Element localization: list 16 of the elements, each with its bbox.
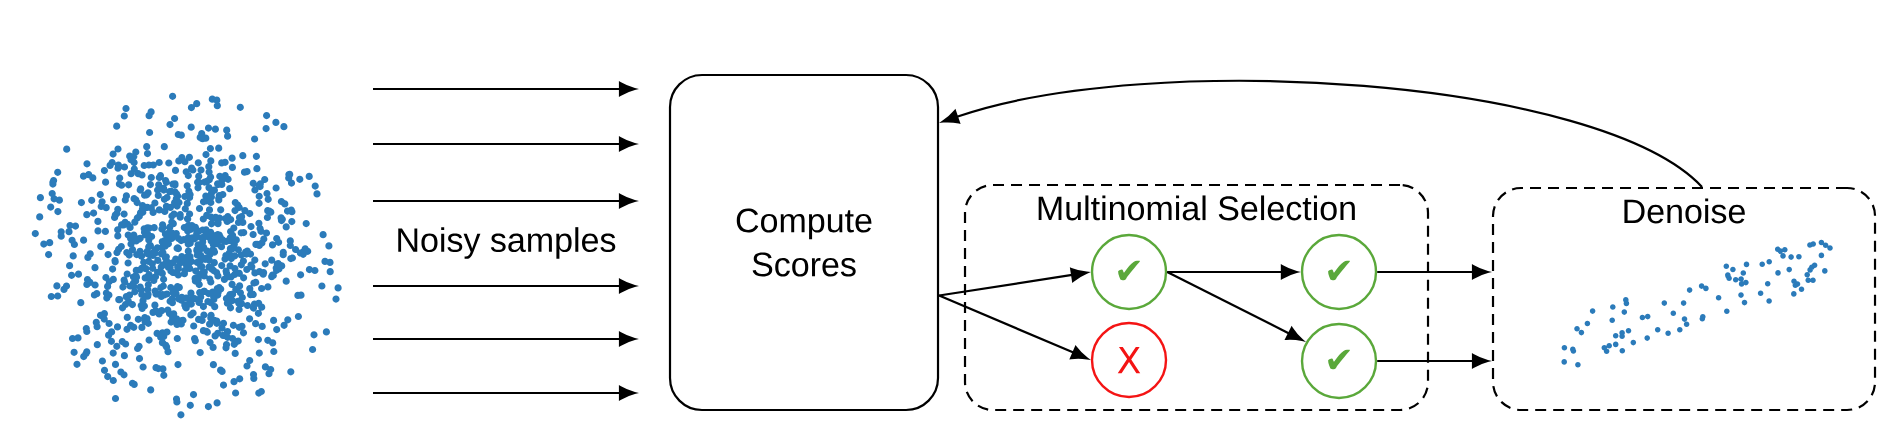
- arrow: [938, 267, 1088, 297]
- arrow: [373, 136, 636, 152]
- arrow: [373, 331, 636, 347]
- arrow: [1167, 264, 1298, 280]
- arrow: [938, 294, 1088, 360]
- process-box: Compute Scores: [668, 73, 940, 412]
- group-box: Denoise: [1491, 186, 1877, 412]
- arrow: [373, 193, 636, 209]
- arrow: [373, 278, 636, 294]
- arrow: [1377, 264, 1489, 280]
- arrow: [1377, 353, 1489, 369]
- arrow: [373, 385, 636, 401]
- arrow: [1166, 271, 1304, 342]
- arrow: [373, 81, 636, 97]
- arrow: [942, 80, 1703, 188]
- text-label: Noisy samples: [398, 227, 616, 259]
